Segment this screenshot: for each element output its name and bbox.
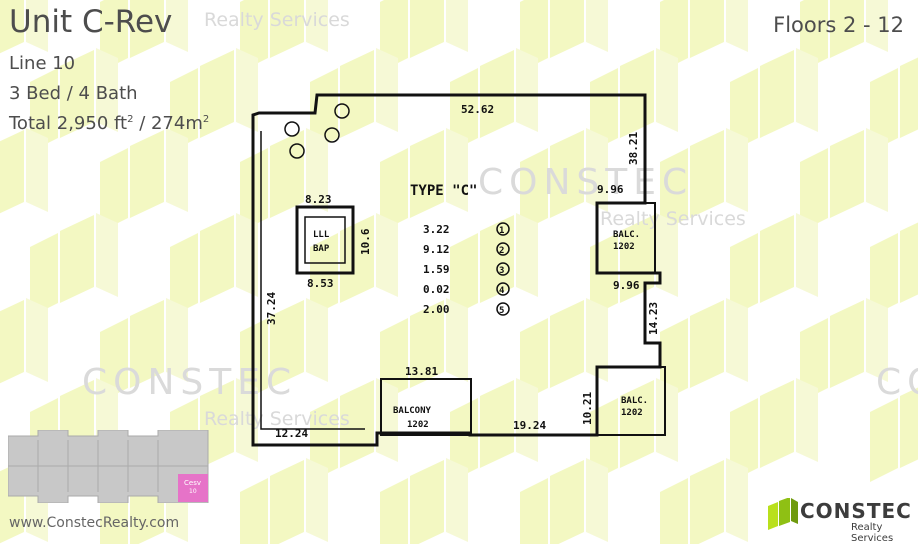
dim-top: 52.62 (461, 103, 494, 116)
constec-logo: CONSTEC Realty Services (768, 496, 913, 544)
watermark-realty-services: Realty Services (204, 9, 350, 31)
balcony-right-top-label: BALC. (613, 230, 640, 240)
outer-wall (251, 93, 662, 447)
key-plan-line-label: 10 (189, 488, 197, 495)
legend-num-5: 5 (499, 306, 504, 316)
watermark-constec: CONSTEC (82, 362, 298, 403)
dim-bath-width: 8.23 (305, 193, 332, 206)
balcony-bottom-label: BALCONY (393, 406, 432, 416)
building-key-plan: Cesv 10 (8, 430, 209, 503)
bathroom-inner (304, 216, 346, 264)
legend-circle-4 (496, 282, 510, 296)
dim-right-top: 38.21 (627, 132, 640, 165)
legend-circle-3 (496, 262, 510, 276)
key-plan-unit-label: Cesv (184, 479, 201, 487)
dim-bottom-mid: 19.24 (513, 419, 546, 432)
dim-interior: 13.81 (405, 365, 438, 378)
balcony-right-bottom-outline (597, 366, 666, 436)
balcony-right-bottom-num: 1202 (621, 408, 643, 418)
marker-circle (334, 103, 350, 119)
floor-plan: 52.62 TYPE "C" 3.22 9.12 1.59 0.02 2.00 … (251, 93, 666, 447)
marker-circle (324, 127, 340, 143)
inner-wall (260, 131, 365, 430)
marker-circle (284, 121, 300, 137)
total-area: Total 2,950 ft2 / 274m2 (9, 113, 209, 134)
legend-value-4: 0.02 (423, 283, 450, 296)
constec-logo-icon (768, 498, 798, 530)
bath-label-2: BAP (313, 244, 330, 254)
dim-note-b: 9.96 (613, 279, 640, 292)
sq-m-superscript: 2 (202, 114, 210, 125)
marker-circle (289, 143, 305, 159)
legend-value-1: 3.22 (423, 223, 450, 236)
bathroom-box (295, 205, 355, 275)
dim-bath-height: 10.6 (359, 228, 372, 255)
website-link[interactable]: www.ConstecRealty.com (9, 515, 180, 531)
legend-num-4: 4 (499, 286, 505, 296)
legend-num-3: 3 (499, 266, 504, 276)
logo-subtitle: Realty Services (851, 522, 894, 544)
key-plan-highlight-unit (178, 474, 208, 502)
watermark-constec: CONSTEC (478, 162, 694, 203)
legend-circle-5 (496, 302, 510, 316)
dim-bottom-left: 12.24 (275, 427, 308, 440)
total-area-ft: Total 2,950 ft (9, 113, 128, 134)
dim-bath-width-2: 8.53 (307, 277, 334, 290)
dim-left: 37.24 (265, 292, 278, 325)
legend-circle-1 (496, 222, 510, 236)
floors-range: Floors 2 - 12 (773, 13, 904, 37)
balcony-bottom-outline (380, 378, 472, 436)
balcony-bottom-num: 1202 (407, 420, 429, 430)
sq-ft-superscript: 2 (127, 114, 134, 125)
legend-circle-2 (496, 242, 510, 256)
watermark-constec: CONSTEC (876, 362, 918, 403)
legend-value-5: 2.00 (423, 303, 450, 316)
dim-note-a: 9.96 (597, 183, 624, 196)
legend-value-2: 9.12 (423, 243, 450, 256)
bed-bath: 3 Bed / 4 Bath (9, 83, 138, 104)
legend-num-2: 2 (499, 246, 504, 256)
unit-title: Unit C-Rev (9, 4, 173, 40)
balcony-right-bottom-label: BALC. (621, 396, 648, 406)
bath-label-1: LLL (313, 230, 330, 240)
legend-value-3: 1.59 (423, 263, 450, 276)
line-number: Line 10 (9, 53, 76, 74)
watermark-realty-services: Realty Services (600, 208, 746, 230)
dim-bottom-right: 10.21 (581, 392, 594, 425)
dim-right-mid: 14.23 (647, 302, 660, 335)
legend-num-1: 1 (499, 226, 504, 236)
balcony-right-top-num: 1202 (613, 242, 635, 252)
balcony-right-top-outline (597, 202, 656, 274)
plan-type-label: TYPE "C" (410, 183, 477, 199)
total-area-m: / 274m (133, 113, 203, 134)
watermark-realty-services: Realty Services (204, 408, 350, 430)
logo-name: CONSTEC (800, 499, 912, 523)
